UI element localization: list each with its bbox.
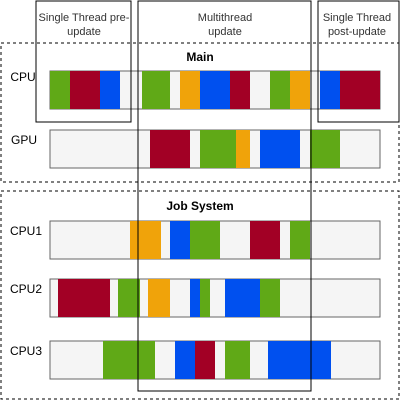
multi-label-line1: Multithread: [198, 12, 252, 24]
task-block-green: [118, 279, 140, 317]
task-block-orange: [148, 279, 170, 317]
task-block-blue: [100, 71, 120, 109]
task-block-green: [310, 130, 340, 168]
task-block-green: [190, 221, 220, 259]
single-thread-pre-update-box: [35, 0, 132, 123]
task-block-green: [225, 341, 250, 379]
task-block-green: [200, 130, 236, 168]
task-block-orange: [180, 71, 200, 109]
row-label-cpu2: CPU2: [10, 282, 42, 296]
task-block-green: [200, 279, 210, 317]
row-label-cpu1: CPU1: [10, 224, 42, 238]
multi-label-line2: update: [208, 26, 242, 38]
row-label-cpu: CPU: [10, 70, 35, 84]
task-block-green: [260, 279, 280, 317]
task-block-green: [290, 221, 310, 259]
task-block-red: [150, 130, 190, 168]
single-pre-label-line1: Single Thread pre-: [39, 12, 130, 24]
job-system-group-title: Job System: [166, 199, 233, 213]
single-thread-post-update-box: [317, 0, 400, 123]
task-block-blue: [260, 130, 300, 168]
task-block-blue: [268, 341, 331, 379]
task-block-green: [50, 71, 70, 109]
task-block-orange: [130, 221, 161, 259]
main-group-title: Main: [186, 50, 213, 64]
task-block-red: [230, 71, 250, 109]
row-label-gpu: GPU: [11, 133, 37, 147]
multithread-update-box: [137, 0, 312, 392]
task-block-red: [195, 341, 215, 379]
main-group-box: [0, 42, 400, 183]
single-pre-label-line2: update: [67, 26, 101, 38]
task-block-red: [250, 221, 280, 259]
task-block-orange: [236, 130, 250, 168]
task-block-red: [340, 71, 380, 109]
blocks-layer: [50, 71, 380, 379]
task-block-red: [70, 71, 100, 109]
single-post-label-line1: Single Thread: [323, 12, 391, 24]
task-block-green: [142, 71, 170, 109]
job-system-group-box: [0, 190, 400, 400]
single-post-label-line2: post-update: [328, 26, 386, 38]
task-block-green: [270, 71, 290, 109]
task-block-blue: [175, 341, 195, 379]
task-block-blue: [320, 71, 340, 109]
task-block-blue: [190, 279, 200, 317]
task-block-green: [103, 341, 155, 379]
task-block-red: [58, 279, 110, 317]
task-block-blue: [200, 71, 230, 109]
row-label-cpu3: CPU3: [10, 344, 42, 358]
task-block-blue: [170, 221, 190, 259]
task-block-blue: [225, 279, 260, 317]
task-block-orange: [290, 71, 310, 109]
